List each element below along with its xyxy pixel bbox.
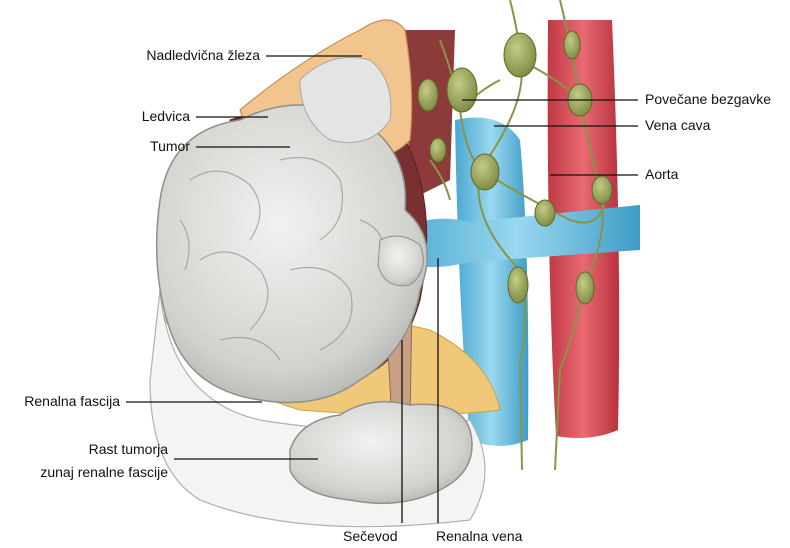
lymph-node (576, 272, 594, 304)
lymph-node (508, 267, 528, 303)
lymph-node (430, 138, 446, 162)
label-kidney: Ledvica (100, 108, 190, 125)
lymph-node (592, 176, 612, 204)
label-renal-fascia: Renalna fascija (0, 393, 120, 410)
tumor-vein-extension (378, 236, 423, 286)
label-growth-line1: Rast tumorja (0, 441, 168, 458)
label-renal-vein: Renalna vena (436, 528, 522, 545)
label-ureter: Sečevod (343, 528, 397, 545)
lymph-node (535, 200, 555, 226)
lymph-node (447, 68, 477, 112)
lymph-node (418, 79, 438, 111)
label-growth-line2: zunaj renalne fascije (0, 464, 168, 481)
label-lymph-nodes: Povečane bezgavke (645, 91, 771, 108)
label-aorta: Aorta (645, 166, 678, 183)
lymph-node (471, 154, 499, 190)
tumor-external-growth (290, 402, 472, 504)
label-vena-cava: Vena cava (645, 117, 710, 134)
lymph-node (564, 31, 580, 59)
label-adrenal-gland: Nadledvična žleza (100, 47, 260, 64)
lymph-node (504, 33, 536, 77)
label-tumor: Tumor (100, 138, 190, 155)
